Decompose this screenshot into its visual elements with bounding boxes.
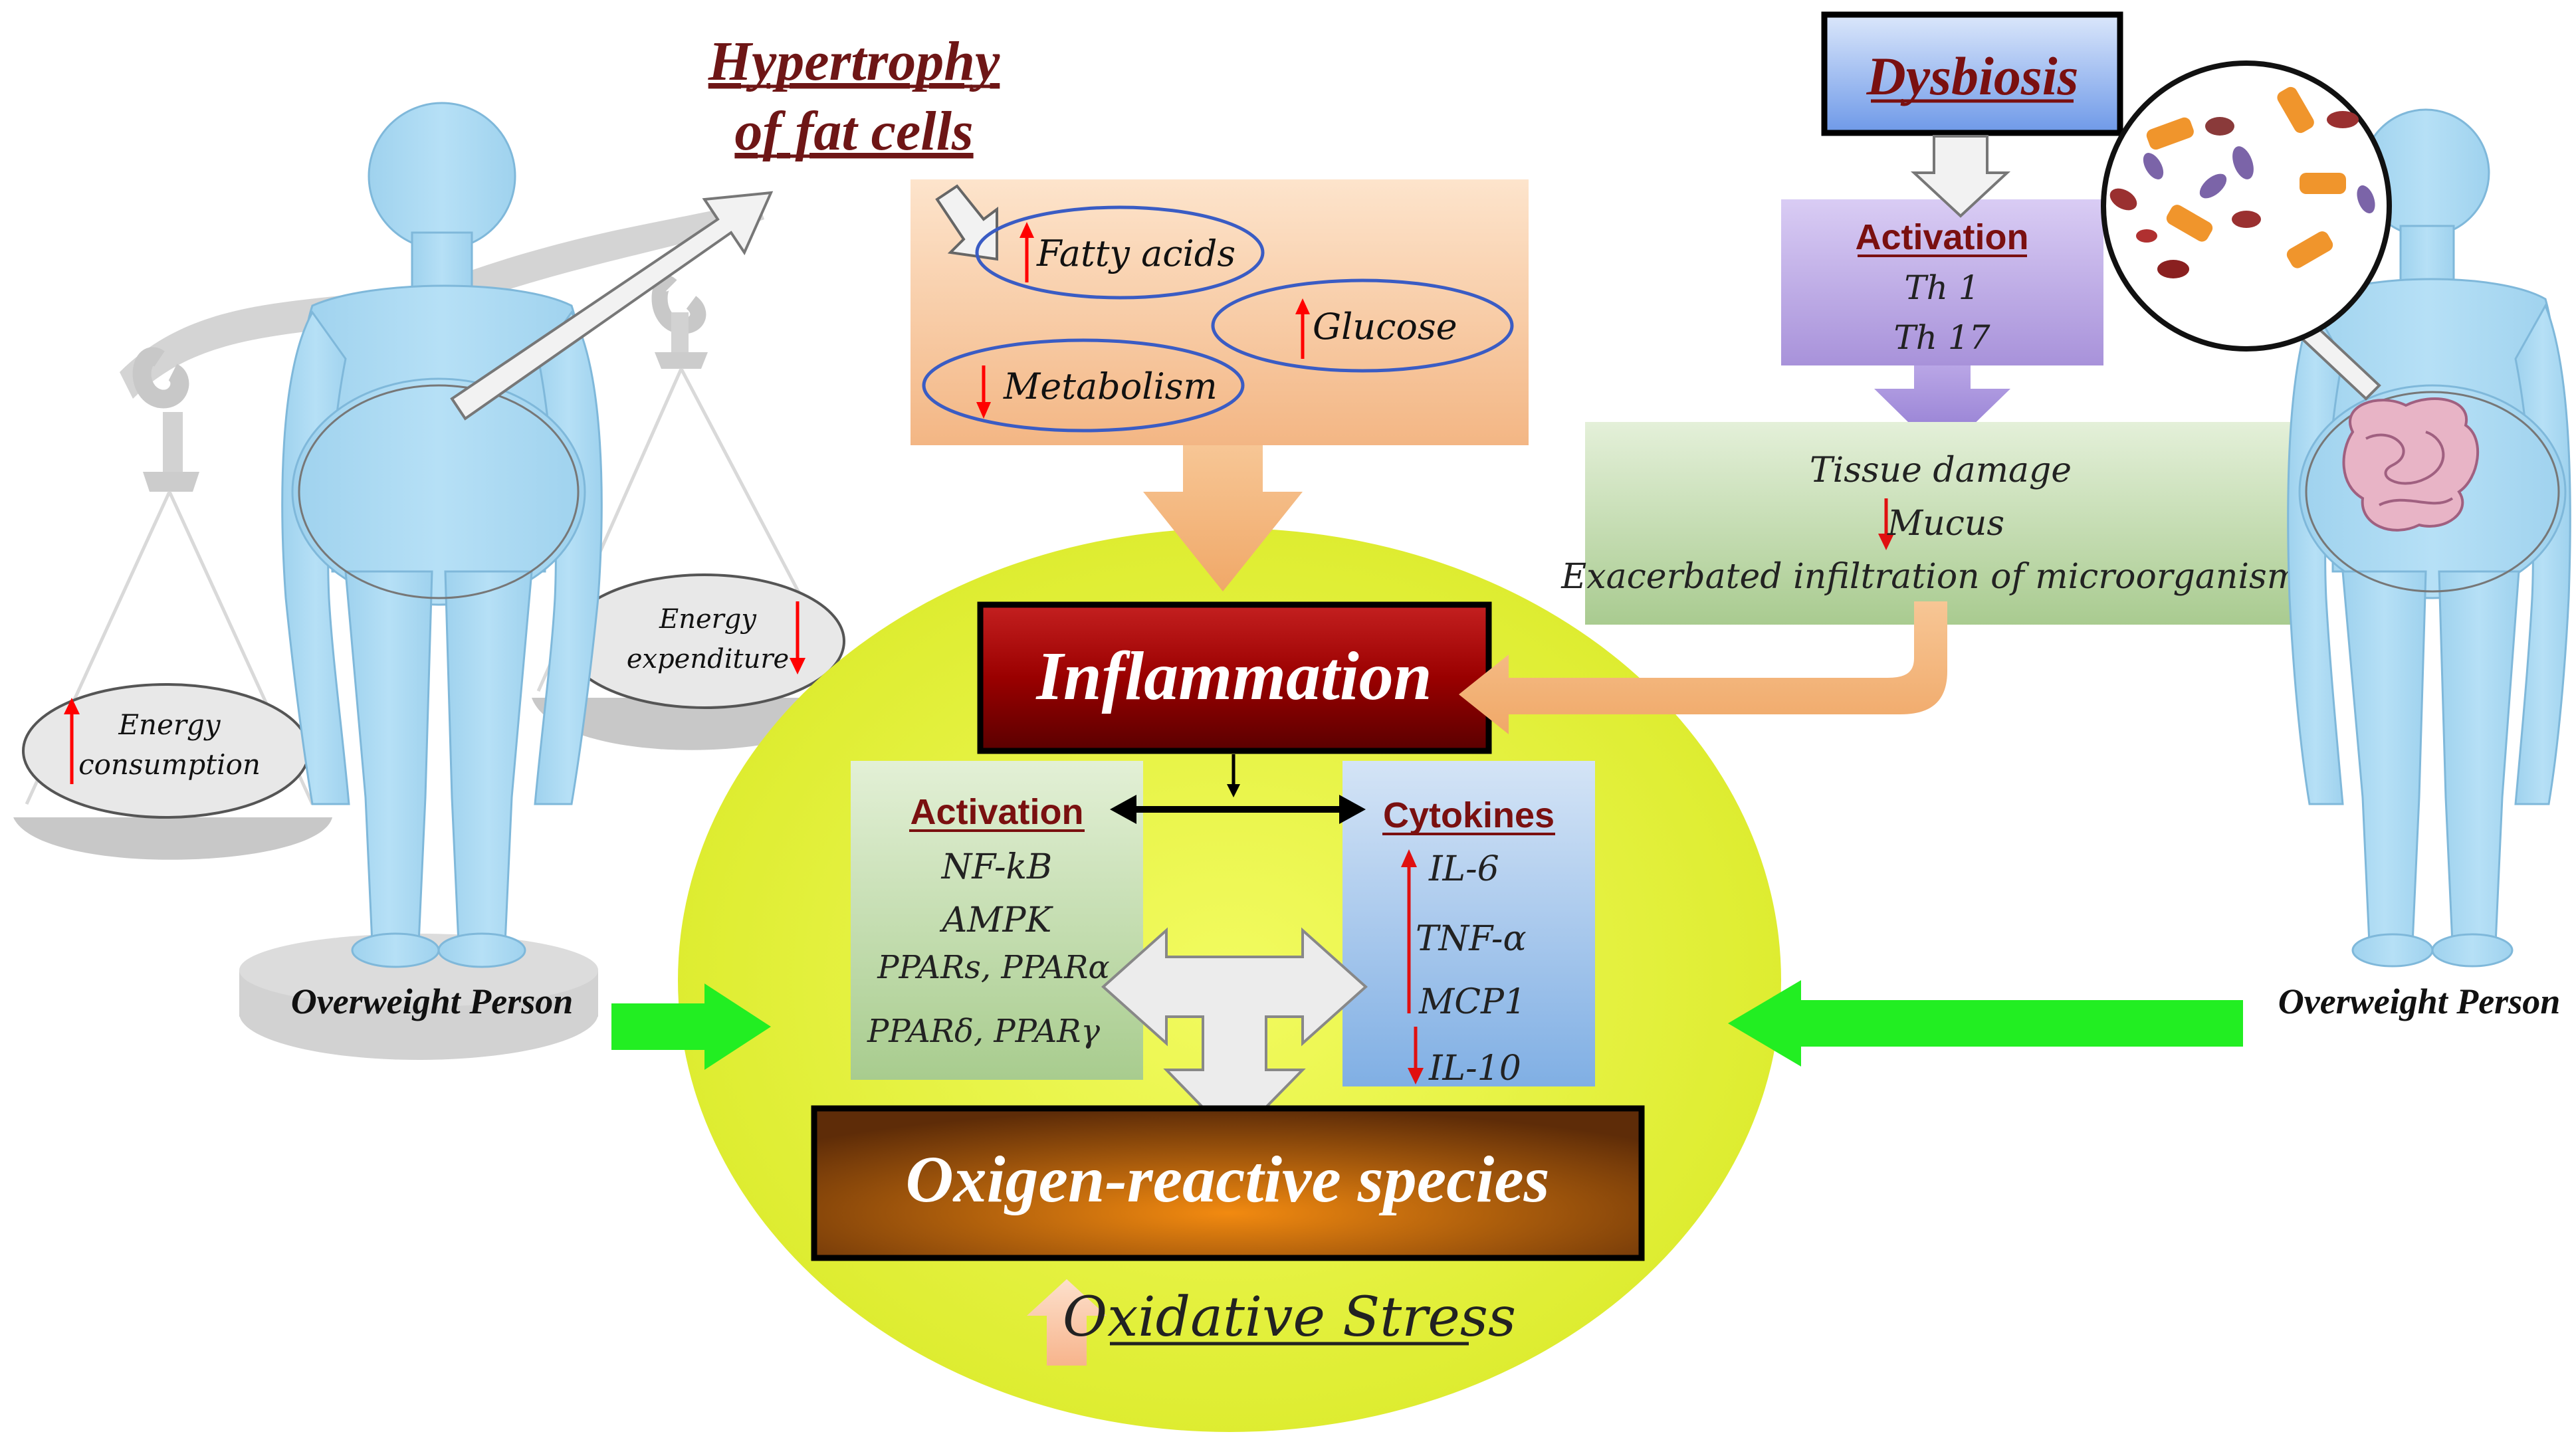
belly-outline <box>298 384 580 599</box>
svg-text:Inflammation: Inflammation <box>1035 638 1432 714</box>
svg-text:Energy: Energy <box>659 604 757 635</box>
svg-text:IL-10: IL-10 <box>1428 1049 1521 1088</box>
svg-text:Tissue damage: Tissue damage <box>1810 451 2072 490</box>
t-arrow-icon <box>1101 927 1368 1142</box>
svg-text:of fat cells: of fat cells <box>734 100 973 162</box>
svg-text:Activation: Activation <box>1855 217 2028 257</box>
dysbiosis-arrow-icon <box>1910 135 2011 218</box>
tissue-to-inflammation-arrow-icon <box>1459 601 1947 734</box>
up-arrow-icon <box>1027 1279 1107 1366</box>
inflammation-box: Inflammation <box>977 601 1492 754</box>
hypertrophy-pointer-arrow-icon <box>450 191 774 421</box>
tissue-damage-box: Tissue damage Mucus Exacerbated infiltra… <box>1560 422 2317 625</box>
green-arrow-left-icon <box>611 983 771 1070</box>
person-right-label: Overweight Person <box>2278 981 2561 1021</box>
svg-text:consumption: consumption <box>78 748 261 781</box>
svg-text:Glucose: Glucose <box>1313 306 1457 348</box>
cytokines-panel: Cytokines IL-6 TNF-α MCP1 IL-10 <box>1342 761 1595 1088</box>
dysbiosis-title-box: Dysbiosis <box>1821 11 2123 136</box>
th-to-tissue-arrow-icon <box>1874 365 2010 455</box>
th-activation-box: Activation Th 1 Th 17 <box>1781 199 2103 365</box>
svg-text:PPARs, PPARα: PPARs, PPARα <box>877 949 1110 986</box>
svg-text:Fatty acids: Fatty acids <box>1036 233 1235 274</box>
svg-text:Th 1: Th 1 <box>1904 268 1979 307</box>
hypertrophy-title: Hypertrophy of fat cells <box>708 31 1000 162</box>
svg-text:Hypertrophy: Hypertrophy <box>708 31 1000 92</box>
svg-text:Exacerbated infiltration of mi: Exacerbated infiltration of microorganis… <box>1560 557 2317 597</box>
activation-cytokines-double-arrow-icon <box>1110 795 1366 824</box>
svg-text:Activation: Activation <box>910 792 1083 832</box>
ros-box: Oxigen-reactive species <box>811 1105 1645 1261</box>
belly-outline <box>2305 391 2560 593</box>
svg-text:expenditure: expenditure <box>627 644 789 674</box>
green-arrow-right-icon <box>1728 980 2243 1067</box>
svg-text:MCP1: MCP1 <box>1418 982 1526 1022</box>
energy-consumption-label: Energy consumption <box>22 683 310 819</box>
person-left-label: Overweight Person <box>291 981 574 1021</box>
fat-to-inflammation-arrow-icon <box>1143 445 1303 591</box>
svg-text:Cytokines: Cytokines <box>1383 795 1555 835</box>
fat-metabolism-box: Fatty acids Glucose Metabolism <box>911 179 1529 445</box>
person-silhouette-left-icon <box>281 102 603 968</box>
bacteria-icon <box>2101 60 2392 352</box>
svg-text:NF-kB: NF-kB <box>940 847 1053 887</box>
svg-text:Th 17: Th 17 <box>1893 318 1990 357</box>
svg-text:Energy: Energy <box>118 708 221 741</box>
oxidative-stress-label: Oxidative Stress <box>1027 1279 1516 1366</box>
svg-text:Mucus: Mucus <box>1887 504 2004 544</box>
svg-text:Metabolism: Metabolism <box>1003 365 1218 407</box>
svg-text:Oxigen-reactive species: Oxigen-reactive species <box>905 1142 1549 1216</box>
energy-expenditure-label: Energy expenditure <box>564 573 845 709</box>
activation-panel: Activation NF-kB AMPK PPARs, PPARα PPARδ… <box>851 761 1143 1080</box>
svg-text:AMPK: AMPK <box>940 900 1054 940</box>
svg-text:TNF-α: TNF-α <box>1416 919 1527 959</box>
intestine-icon <box>2342 397 2480 532</box>
svg-text:IL-6: IL-6 <box>1428 849 1499 889</box>
svg-text:Oxidative Stress: Oxidative Stress <box>1063 1286 1516 1349</box>
svg-text:PPARδ, PPARγ: PPARδ, PPARγ <box>867 1013 1100 1050</box>
svg-text:Dysbiosis: Dysbiosis <box>1866 46 2079 106</box>
